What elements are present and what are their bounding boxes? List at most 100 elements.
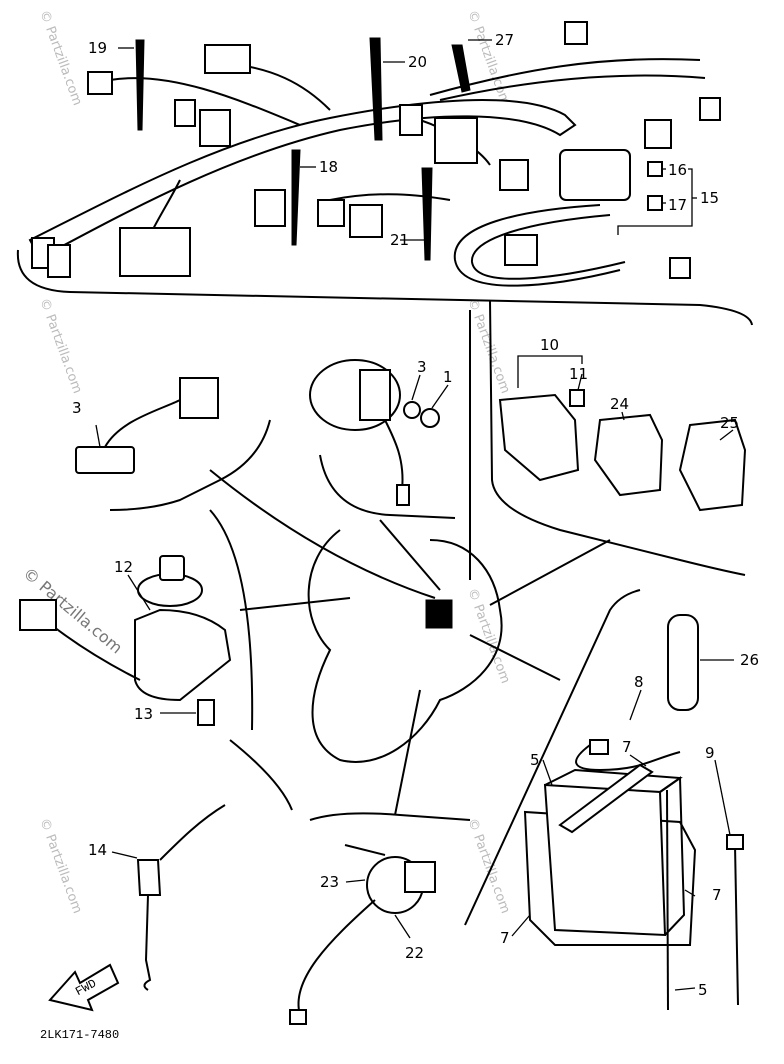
pad-27 (667, 614, 699, 711)
starter-relay-lead (384, 419, 404, 491)
arrow-to-frame-e (489, 539, 611, 606)
callout-7-right: 7 (712, 886, 722, 904)
connector-center-b (317, 199, 345, 227)
connector-middle-b (434, 117, 478, 164)
connector-center-a (254, 189, 286, 227)
watermark-7: © Partzilla.com (464, 816, 512, 915)
battery-lead-cap (589, 739, 609, 755)
relay-box (559, 149, 631, 201)
callout-9: 8 (634, 673, 644, 691)
diagram-code: 2LK171-7480 (40, 1028, 119, 1042)
bracket-13 (209, 509, 254, 731)
wire-harness-group (16, 21, 753, 326)
arrow-to-frame-f (469, 634, 561, 681)
switch-11 (498, 393, 580, 482)
harness-branch-right (429, 58, 701, 96)
callout-10: 9 (705, 744, 715, 762)
lower-center-parts (289, 689, 471, 1025)
part-4-wires (104, 399, 181, 448)
callout-28: 27 (495, 31, 514, 49)
connector-top-right (564, 21, 588, 45)
callout-25: 24 (610, 395, 629, 413)
callout-3: 3 (417, 358, 427, 376)
callout-lines-top (118, 39, 697, 241)
switch-26 (678, 418, 747, 512)
main-switch-key (159, 555, 185, 581)
battery-group (464, 589, 744, 1011)
cable-tie-21 (369, 37, 383, 141)
callout-5: 5 (530, 751, 540, 769)
callout-4: 3 (72, 399, 82, 417)
fwd-arrow (48, 963, 120, 1012)
main-switch (134, 608, 232, 702)
battery-cable-10 (734, 844, 739, 1006)
battery-cable-10-end (726, 834, 744, 850)
callout-26: 25 (720, 414, 739, 432)
callout-7-left: 7 (500, 929, 510, 947)
clip-18 (647, 195, 663, 211)
callout-2: 1 (443, 368, 453, 386)
connector-middle-c (499, 159, 529, 191)
harness-branch-right-2 (439, 74, 706, 101)
cable-tie-20 (135, 39, 145, 131)
watermark-1: © Partzilla.com (36, 8, 84, 107)
harness-bracket (16, 249, 753, 326)
connector-middle-a (399, 104, 423, 136)
watermark-4: © Partzilla.com (464, 296, 512, 395)
connector-small-a (174, 99, 196, 127)
callout-14: 13 (134, 705, 153, 723)
neutral-switch-body (404, 861, 436, 893)
washer-2 (420, 408, 440, 428)
bracket-15 (229, 739, 293, 811)
connector-4pin-a (199, 109, 231, 147)
callout-11: 10 (540, 336, 559, 354)
callout-6: 5 (698, 981, 708, 999)
switch-25 (593, 413, 664, 497)
connector-lower-right (504, 234, 538, 266)
arrow-to-frame-b (239, 597, 351, 611)
cable-tie-28 (451, 44, 471, 93)
battery-band-8 (558, 763, 654, 834)
watermark-3: © Partzilla.com (36, 296, 84, 395)
switch-15-spring (143, 894, 152, 991)
battery-side (659, 776, 686, 936)
neutral-switch-plug (289, 1009, 307, 1025)
cable-tie-22 (421, 167, 433, 261)
harness-wire-top (239, 64, 331, 111)
callout-15: 14 (88, 841, 107, 859)
callout-19: 18 (319, 158, 338, 176)
part-4-connector (179, 377, 219, 419)
harness-lower-wire (329, 193, 451, 201)
bracket-4 (109, 419, 271, 511)
arrow-to-frame-c (379, 519, 441, 591)
connector-right-b (699, 97, 721, 121)
callouts: 19 20 27 18 21 16 17 15 10 11 3 1 3 24 2… (72, 31, 759, 999)
neutral-switch-lead (297, 899, 376, 1016)
connector-center-c (349, 204, 383, 238)
harness-tube (28, 99, 577, 260)
connector-bottom-left-b (47, 244, 71, 278)
harness-loop (453, 204, 621, 287)
nut-3 (403, 401, 421, 419)
starter-relay-plug (396, 484, 410, 506)
callout-20: 19 (88, 39, 107, 57)
screw-24 (344, 844, 386, 856)
connector-6pin-top (204, 44, 251, 74)
callout-lines-lower (95, 373, 734, 991)
bracket-relay (319, 454, 456, 519)
harness-loop-2 (470, 214, 626, 280)
callout-18: 17 (668, 196, 687, 214)
frame-relay-block (425, 599, 453, 629)
callout-11-bracket (517, 355, 583, 388)
callout-23: 22 (405, 944, 424, 962)
callout-12: 11 (569, 365, 588, 383)
frame-outline (307, 529, 503, 763)
connector-large-block (119, 227, 191, 277)
cable-tie-19 (291, 149, 301, 246)
clip-17 (647, 161, 663, 177)
callout-24: 23 (320, 873, 339, 891)
battery-lead-9 (575, 744, 681, 772)
arrow-to-frame-a (209, 469, 436, 599)
watermark-6: © Partzilla.com (36, 816, 84, 915)
